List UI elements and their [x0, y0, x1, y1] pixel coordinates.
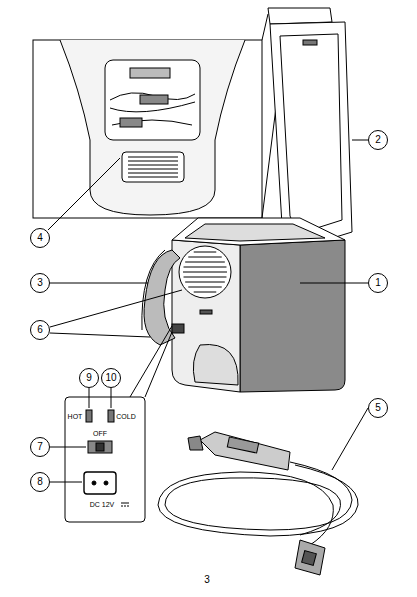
callout-text: 9 — [86, 373, 92, 383]
dc-symbol — [121, 506, 123, 507]
panel-label: HOT — [68, 413, 83, 420]
carry-handle — [144, 250, 180, 345]
cord-clip — [130, 68, 170, 78]
callout-number: 10 — [101, 368, 121, 388]
switch-knob — [96, 443, 104, 451]
callout-text: 8 — [37, 477, 43, 487]
callout-text: 4 — [37, 233, 43, 243]
switch-on-box — [200, 310, 212, 314]
callout-number: 5 — [368, 398, 388, 418]
cable-coil — [158, 462, 358, 545]
plug-tip — [188, 436, 203, 450]
leader-lines — [48, 140, 368, 482]
hot-led — [86, 410, 92, 422]
panel-label: OFF — [93, 430, 107, 437]
dc-symbol — [124, 506, 126, 507]
panel-inset — [65, 397, 145, 522]
panel-label: COLD — [116, 413, 135, 420]
callout-number: 3 — [30, 273, 50, 293]
cooler-rim — [172, 218, 345, 245]
page-number: 3 — [204, 575, 210, 585]
callout-number: 7 — [30, 437, 50, 457]
rear-grille — [122, 152, 184, 182]
dc-symbol — [121, 503, 129, 504]
socket-on-box — [172, 324, 184, 333]
callout-number: 9 — [79, 368, 99, 388]
inset-guide — [262, 14, 268, 40]
plug-grip — [227, 437, 258, 453]
cooler-side — [240, 240, 345, 392]
callout-number: 2 — [368, 130, 388, 150]
lid — [270, 22, 352, 248]
cooler-back — [60, 40, 245, 215]
connector-face — [302, 551, 317, 566]
switch — [88, 441, 112, 453]
inset-frame — [33, 40, 262, 218]
cord-storage — [105, 60, 200, 140]
lid-latch — [268, 8, 332, 24]
fan-slots — [183, 252, 227, 292]
fan-grille — [179, 246, 231, 298]
callout-text: 7 — [37, 442, 43, 452]
callout-text: 1 — [375, 278, 381, 288]
callout-text: 5 — [375, 403, 381, 413]
appliance-connector — [295, 540, 325, 575]
cooler-opening — [185, 224, 325, 241]
socket-pin — [92, 481, 96, 485]
panel-label: DC 12V — [90, 501, 115, 508]
stored-plug — [140, 95, 168, 104]
callout-number: 8 — [30, 472, 50, 492]
grille-slots — [128, 157, 178, 177]
callout-text: 10 — [105, 373, 116, 383]
callout-text: 6 — [37, 325, 43, 335]
callout-text: 2 — [375, 135, 381, 145]
car-plug — [200, 432, 290, 470]
cold-led — [108, 410, 114, 422]
dc-socket — [84, 472, 116, 494]
callout-text: 3 — [37, 278, 43, 288]
lid-inner — [280, 34, 342, 234]
callout-number: 6 — [30, 320, 50, 340]
lid-catch — [303, 40, 317, 45]
dc-symbol — [127, 506, 129, 507]
callout-number: 1 — [368, 273, 388, 293]
socket-pin — [104, 481, 108, 485]
callout-number: 4 — [30, 228, 50, 248]
bottom-grille — [193, 345, 238, 386]
stored-plug — [120, 118, 142, 127]
handle-edge — [142, 250, 165, 330]
cooler-front — [172, 240, 240, 392]
